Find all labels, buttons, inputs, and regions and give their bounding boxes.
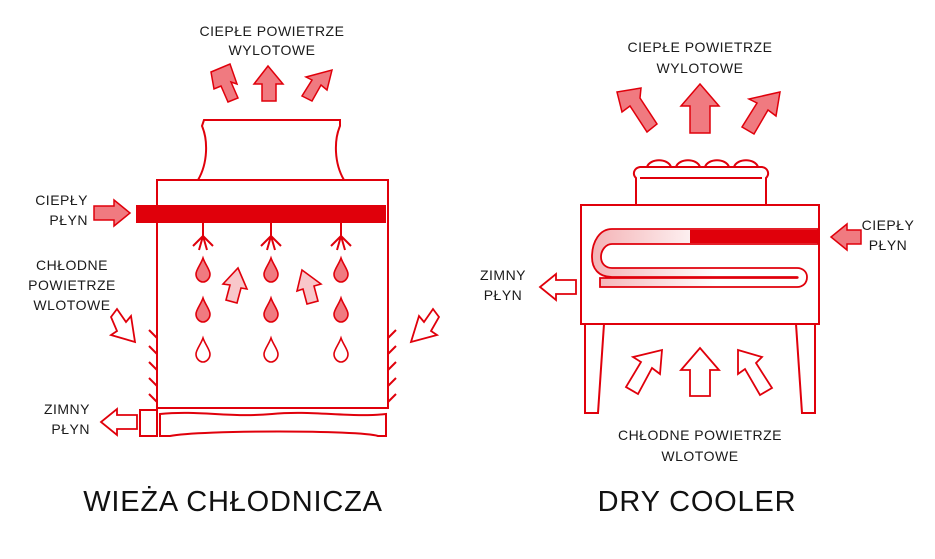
cooler-cold-fluid-line1: ZIMNY <box>480 267 526 283</box>
tower-hot-pipe <box>136 205 386 223</box>
tower-exhaust-arrow-center <box>252 64 285 102</box>
cooler-intake-arrow-right <box>737 348 774 397</box>
tower-cool-air-line3: WLOTOWE <box>33 297 110 313</box>
cooler-fan-grille <box>640 159 762 179</box>
cooler-leg-right <box>795 323 816 414</box>
tower-inlet-air-arrow-left <box>108 307 137 344</box>
cooler-hot-fluid-line2: PŁYN <box>869 237 908 253</box>
droplet-icon <box>263 295 279 323</box>
tower-rising-air-arrow-left <box>221 266 249 304</box>
cooler-coil <box>591 228 819 288</box>
dry-cooler: CIEPŁE POWIETRZE WYLOTOWE CIEPŁY PŁYN ZI… <box>480 39 915 518</box>
tower-title: WIEŻA CHŁODNICZA <box>83 485 383 518</box>
cooling-tower: CIEPŁE POWIETRZE WYLOTOWE <box>28 23 441 518</box>
tower-hot-fluid-arrow <box>93 198 132 228</box>
cooler-exhaust-arrow-center <box>679 82 721 134</box>
cooler-hot-fluid-line1: CIEPŁY <box>862 217 915 233</box>
tower-basin-water <box>159 411 387 437</box>
droplet-icon <box>263 255 279 283</box>
cooler-fan-shroud <box>632 166 770 205</box>
tower-cold-fluid-line1: ZIMNY <box>44 401 90 417</box>
droplet-icon <box>195 335 211 363</box>
tower-exhaust-arrow-left <box>210 62 239 103</box>
droplet-icon <box>195 295 211 323</box>
tower-fan-stack <box>196 119 346 181</box>
tower-cold-fluid-line2: PŁYN <box>51 421 90 437</box>
cooler-intake-arrow-center <box>679 346 721 397</box>
cooler-cold-fluid-line2: PŁYN <box>484 287 523 303</box>
tower-hot-fluid-line1: CIEPŁY <box>35 192 88 208</box>
tower-louvers-left <box>148 329 158 403</box>
cooler-exhaust-arrow-right <box>740 91 781 136</box>
tower-louvers-right <box>387 329 397 403</box>
tower-sprinkler-3 <box>330 223 352 251</box>
cooler-hot-pipe <box>690 230 818 243</box>
cooler-intake-arrow-left <box>624 348 664 396</box>
cooler-cold-fluid-arrow <box>538 272 577 302</box>
tower-cool-air-line1: CHŁODNE <box>36 257 108 273</box>
tower-sprinkler-2 <box>260 223 282 251</box>
cooler-cool-air-line2: WLOTOWE <box>661 448 738 464</box>
cooler-cool-air-line1: CHŁODNE POWIETRZE <box>618 427 782 443</box>
tower-sprinkler-1 <box>192 223 214 251</box>
cooler-exhaust-arrow-left <box>616 87 659 134</box>
tower-cool-air-line2: POWIETRZE <box>28 277 116 293</box>
tower-rising-air-arrow-right <box>295 268 323 305</box>
tower-out-air-line1: CIEPŁE POWIETRZE <box>200 23 345 39</box>
tower-exhaust-arrow-right <box>300 68 334 102</box>
cooler-body <box>580 204 820 325</box>
tower-inlet-air-arrow-right <box>409 307 441 344</box>
tower-outlet-pipe <box>139 409 158 437</box>
droplet-icon <box>333 335 349 363</box>
cooler-leg-left <box>584 323 605 414</box>
cooler-out-air-line2: WYLOTOWE <box>657 60 744 76</box>
droplet-icon <box>195 255 211 283</box>
cooler-out-air-line1: CIEPŁE POWIETRZE <box>628 39 773 55</box>
tower-cold-fluid-arrow <box>99 407 138 437</box>
cooler-hot-fluid-arrow <box>829 222 862 252</box>
droplet-icon <box>333 295 349 323</box>
tower-droplets <box>195 255 349 363</box>
droplet-icon <box>263 335 279 363</box>
droplet-icon <box>333 255 349 283</box>
tower-hot-fluid-line2: PŁYN <box>49 212 88 228</box>
tower-out-air-line2: WYLOTOWE <box>229 42 316 58</box>
cooler-title: DRY COOLER <box>598 486 797 518</box>
